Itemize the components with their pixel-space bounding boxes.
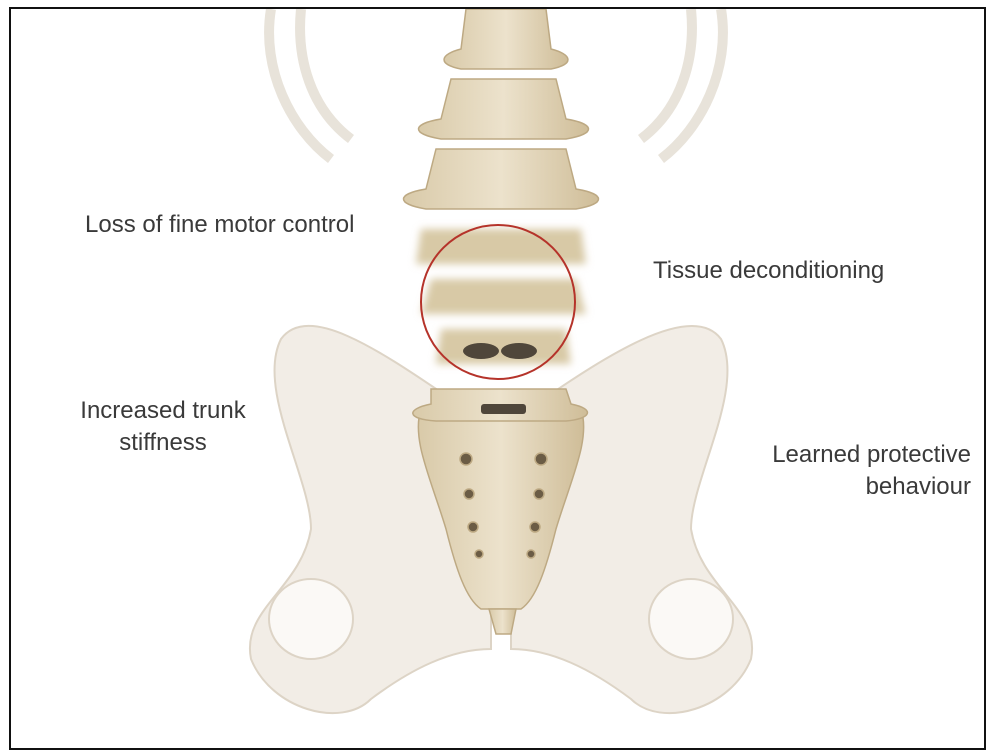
label-trunk-stiffness: Increased trunk stiffness — [53, 395, 273, 459]
label-learned-protective-behaviour: Learned protective behaviour — [711, 439, 971, 503]
label-fine-motor-control: Loss of fine motor control — [85, 209, 354, 241]
label-tissue-deconditioning: Tissue deconditioning — [653, 255, 884, 287]
slide-frame: Loss of fine motor control Tissue decond… — [9, 7, 986, 750]
spine-pelvis-illustration — [11, 9, 984, 748]
